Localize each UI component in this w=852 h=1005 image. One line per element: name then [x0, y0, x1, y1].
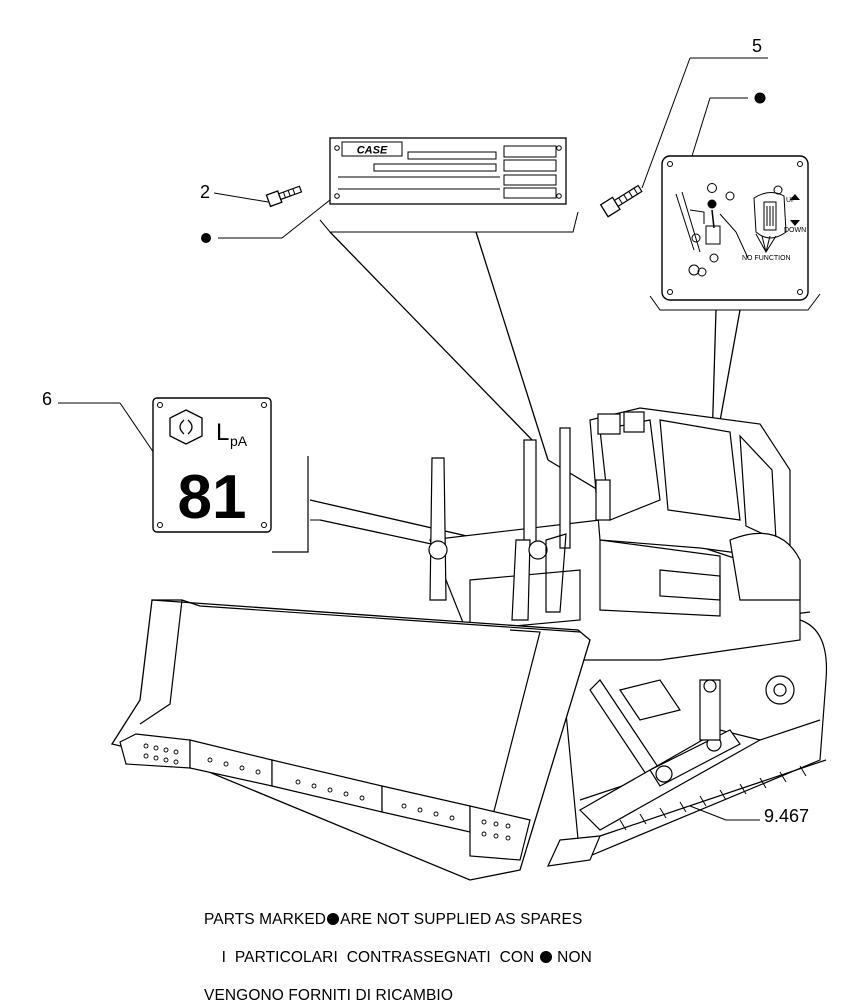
control-nofunction-label: NO FUNCTION	[742, 255, 791, 262]
callout-5-label: 5	[752, 36, 762, 56]
note-line-1a: PARTS MARKED	[204, 911, 327, 928]
callout-9467: 9.467	[689, 805, 809, 826]
callout-5: 5	[641, 36, 768, 189]
callout-2-label: 2	[200, 182, 210, 202]
callout-6: 6	[42, 389, 157, 457]
noise-symbol: L	[216, 419, 229, 446]
spares-note: PARTS MARKED ARE NOT SUPPLIED AS SPARES I…	[204, 910, 592, 1005]
note-line-1b: ARE NOT SUPPLIED AS SPARES	[340, 911, 583, 928]
note-line-2: I PARTICOLARI CONTRASSEGNATI CON NON	[204, 929, 592, 986]
callout-9467-label: 9.467	[764, 806, 809, 826]
noise-subscript: pA	[230, 433, 248, 449]
bulldozer-illustration	[110, 407, 828, 881]
control-down-label: DOWN	[784, 227, 806, 234]
callout-2: 2	[200, 182, 269, 203]
case-nameplate: CASE	[329, 137, 567, 205]
screw-part-5	[599, 184, 643, 218]
bullet-icon	[327, 913, 340, 925]
screw-part-2	[265, 185, 303, 208]
bullet-marker-control-decal	[691, 92, 766, 157]
bullet-icon	[539, 951, 552, 963]
noise-level-plate: L pA 81	[152, 397, 272, 533]
bullet-marker-nameplate	[201, 199, 331, 243]
note-line-2a: I PARTICOLARI CONTRASSEGNATI CON	[221, 949, 535, 966]
note-line-3: VENGONO FORNITI DI RICAMBIO	[204, 987, 453, 1004]
control-decal-plate: UP DOWN NO FUNCTION	[661, 155, 809, 301]
note-line-1: PARTS MARKED ARE NOT SUPPLIED AS SPARES	[204, 910, 592, 929]
control-up-label: UP	[786, 197, 796, 204]
noise-value: 81	[178, 463, 247, 532]
note-line-2b: NON	[557, 949, 592, 966]
callout-6-label: 6	[42, 389, 52, 409]
case-logo: CASE	[357, 145, 388, 157]
